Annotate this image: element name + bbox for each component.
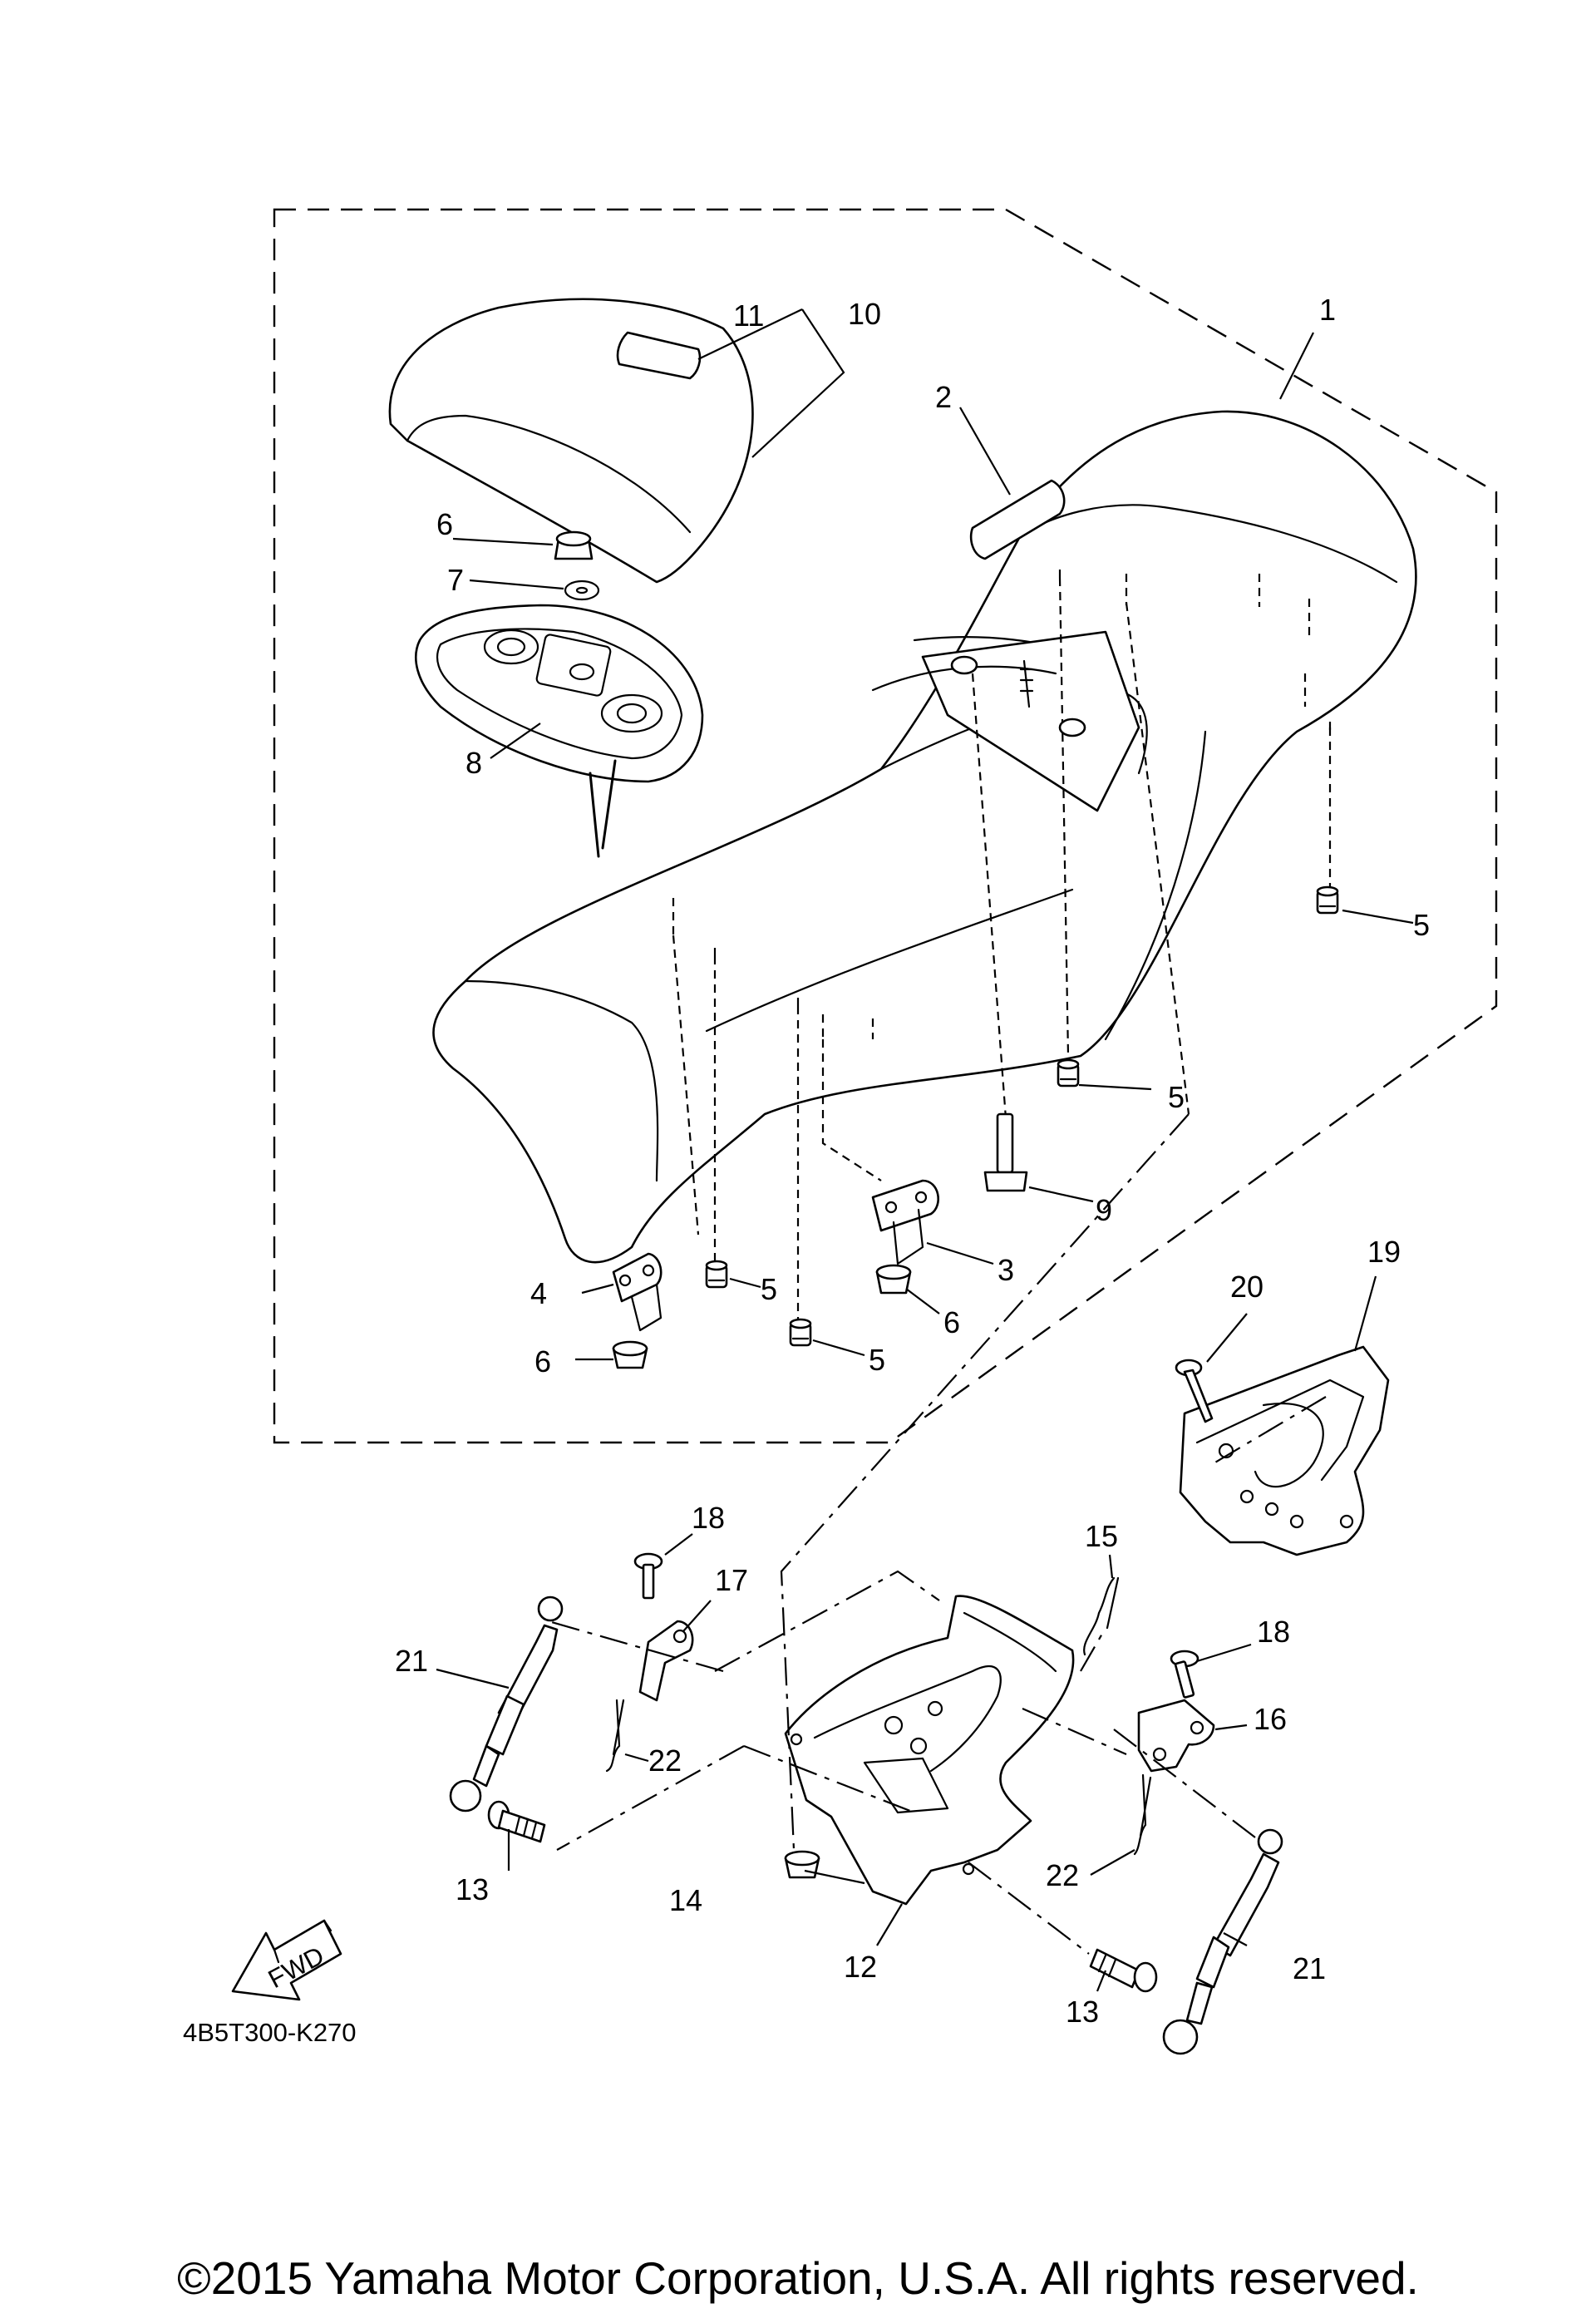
callout-22: 22 [648,1743,682,1778]
screw-20 [1175,1359,1214,1423]
pin-15 [1083,1576,1120,1656]
bolt-13-right [1089,1948,1158,1993]
callout-2: 2 [935,380,952,414]
callout-10: 10 [848,297,881,331]
callout-19: 19 [1367,1235,1401,1269]
callout-18: 18 [1257,1615,1290,1649]
callout-6: 6 [436,507,453,541]
callout-4: 4 [530,1276,547,1310]
main-seat-tape [969,479,1066,560]
callout-13: 13 [456,1872,489,1906]
callout-3: 3 [998,1253,1014,1287]
callout-5: 5 [1168,1080,1185,1114]
nut-6-right [875,1264,912,1295]
callout-5: 5 [869,1343,885,1377]
damper-21-left [449,1596,564,1813]
pin-5-center [1057,1058,1080,1088]
rear-seat-tape [616,331,702,380]
hinge-bracket-17 [638,1620,694,1702]
bracket-4 [612,1252,663,1332]
bracket-3 [871,1179,939,1265]
callout-18: 18 [692,1501,725,1535]
bolt-13-left [487,1800,546,1843]
callout-5: 5 [1413,908,1430,942]
callout-7: 7 [447,563,464,597]
pin-22-left [605,1699,625,1773]
callout-21: 21 [395,1644,428,1678]
damper-21-right [1162,1828,1283,2055]
callouts: 1 2 3 4 5 5 5 5 5 6 6 6 7 8 9 10 11 12 1… [395,293,1430,2029]
rear-seat [388,298,754,584]
callout-5: 5 [761,1272,777,1306]
alignment-lines [589,577,1332,1322]
hinge-bracket-16 [1137,1699,1215,1773]
copyright-notice: ©2015 Yamaha Motor Corporation, U.S.A. A… [177,2252,1419,2304]
screw-18-right [1170,1650,1199,1699]
callout-15: 15 [1085,1519,1118,1553]
hidden-fasteners [672,570,1332,1039]
seat-frame [784,1595,1075,1906]
pin-5-left [705,1260,728,1289]
callout-16: 16 [1254,1702,1287,1736]
callout-6: 6 [534,1344,551,1379]
callout-9: 9 [1096,1193,1112,1227]
lock-bracket [1179,1345,1390,1556]
callout-12: 12 [844,1950,877,1984]
callout-11: 11 [733,298,764,333]
fwd-arrow-icon: FWD [231,1919,342,2001]
screw-18-left [633,1552,663,1600]
callout-22: 22 [1046,1858,1079,1892]
seat-base-plate [415,604,704,783]
nut-icon [554,530,594,560]
nut-6-left [612,1340,648,1369]
pin-5-right [1316,885,1339,915]
callout-17: 17 [715,1563,748,1597]
pin-5-lower [789,1318,812,1347]
callout-21: 21 [1293,1951,1326,1985]
diagram-code: 4B5T300-K270 [183,2018,357,2047]
center-lines [548,1113,1327,1955]
leader-lines [436,308,1414,1992]
callout-14: 14 [669,1883,702,1917]
pin-22-right [1133,1773,1152,1856]
assembly-boundary [273,208,1498,1444]
callout-13: 13 [1066,1995,1099,2029]
callout-20: 20 [1230,1270,1264,1304]
callout-8: 8 [466,746,482,780]
bolt-9 [983,1112,1028,1192]
main-seat [432,410,1417,1264]
callout-1: 1 [1319,293,1336,327]
callout-6: 6 [943,1305,960,1339]
